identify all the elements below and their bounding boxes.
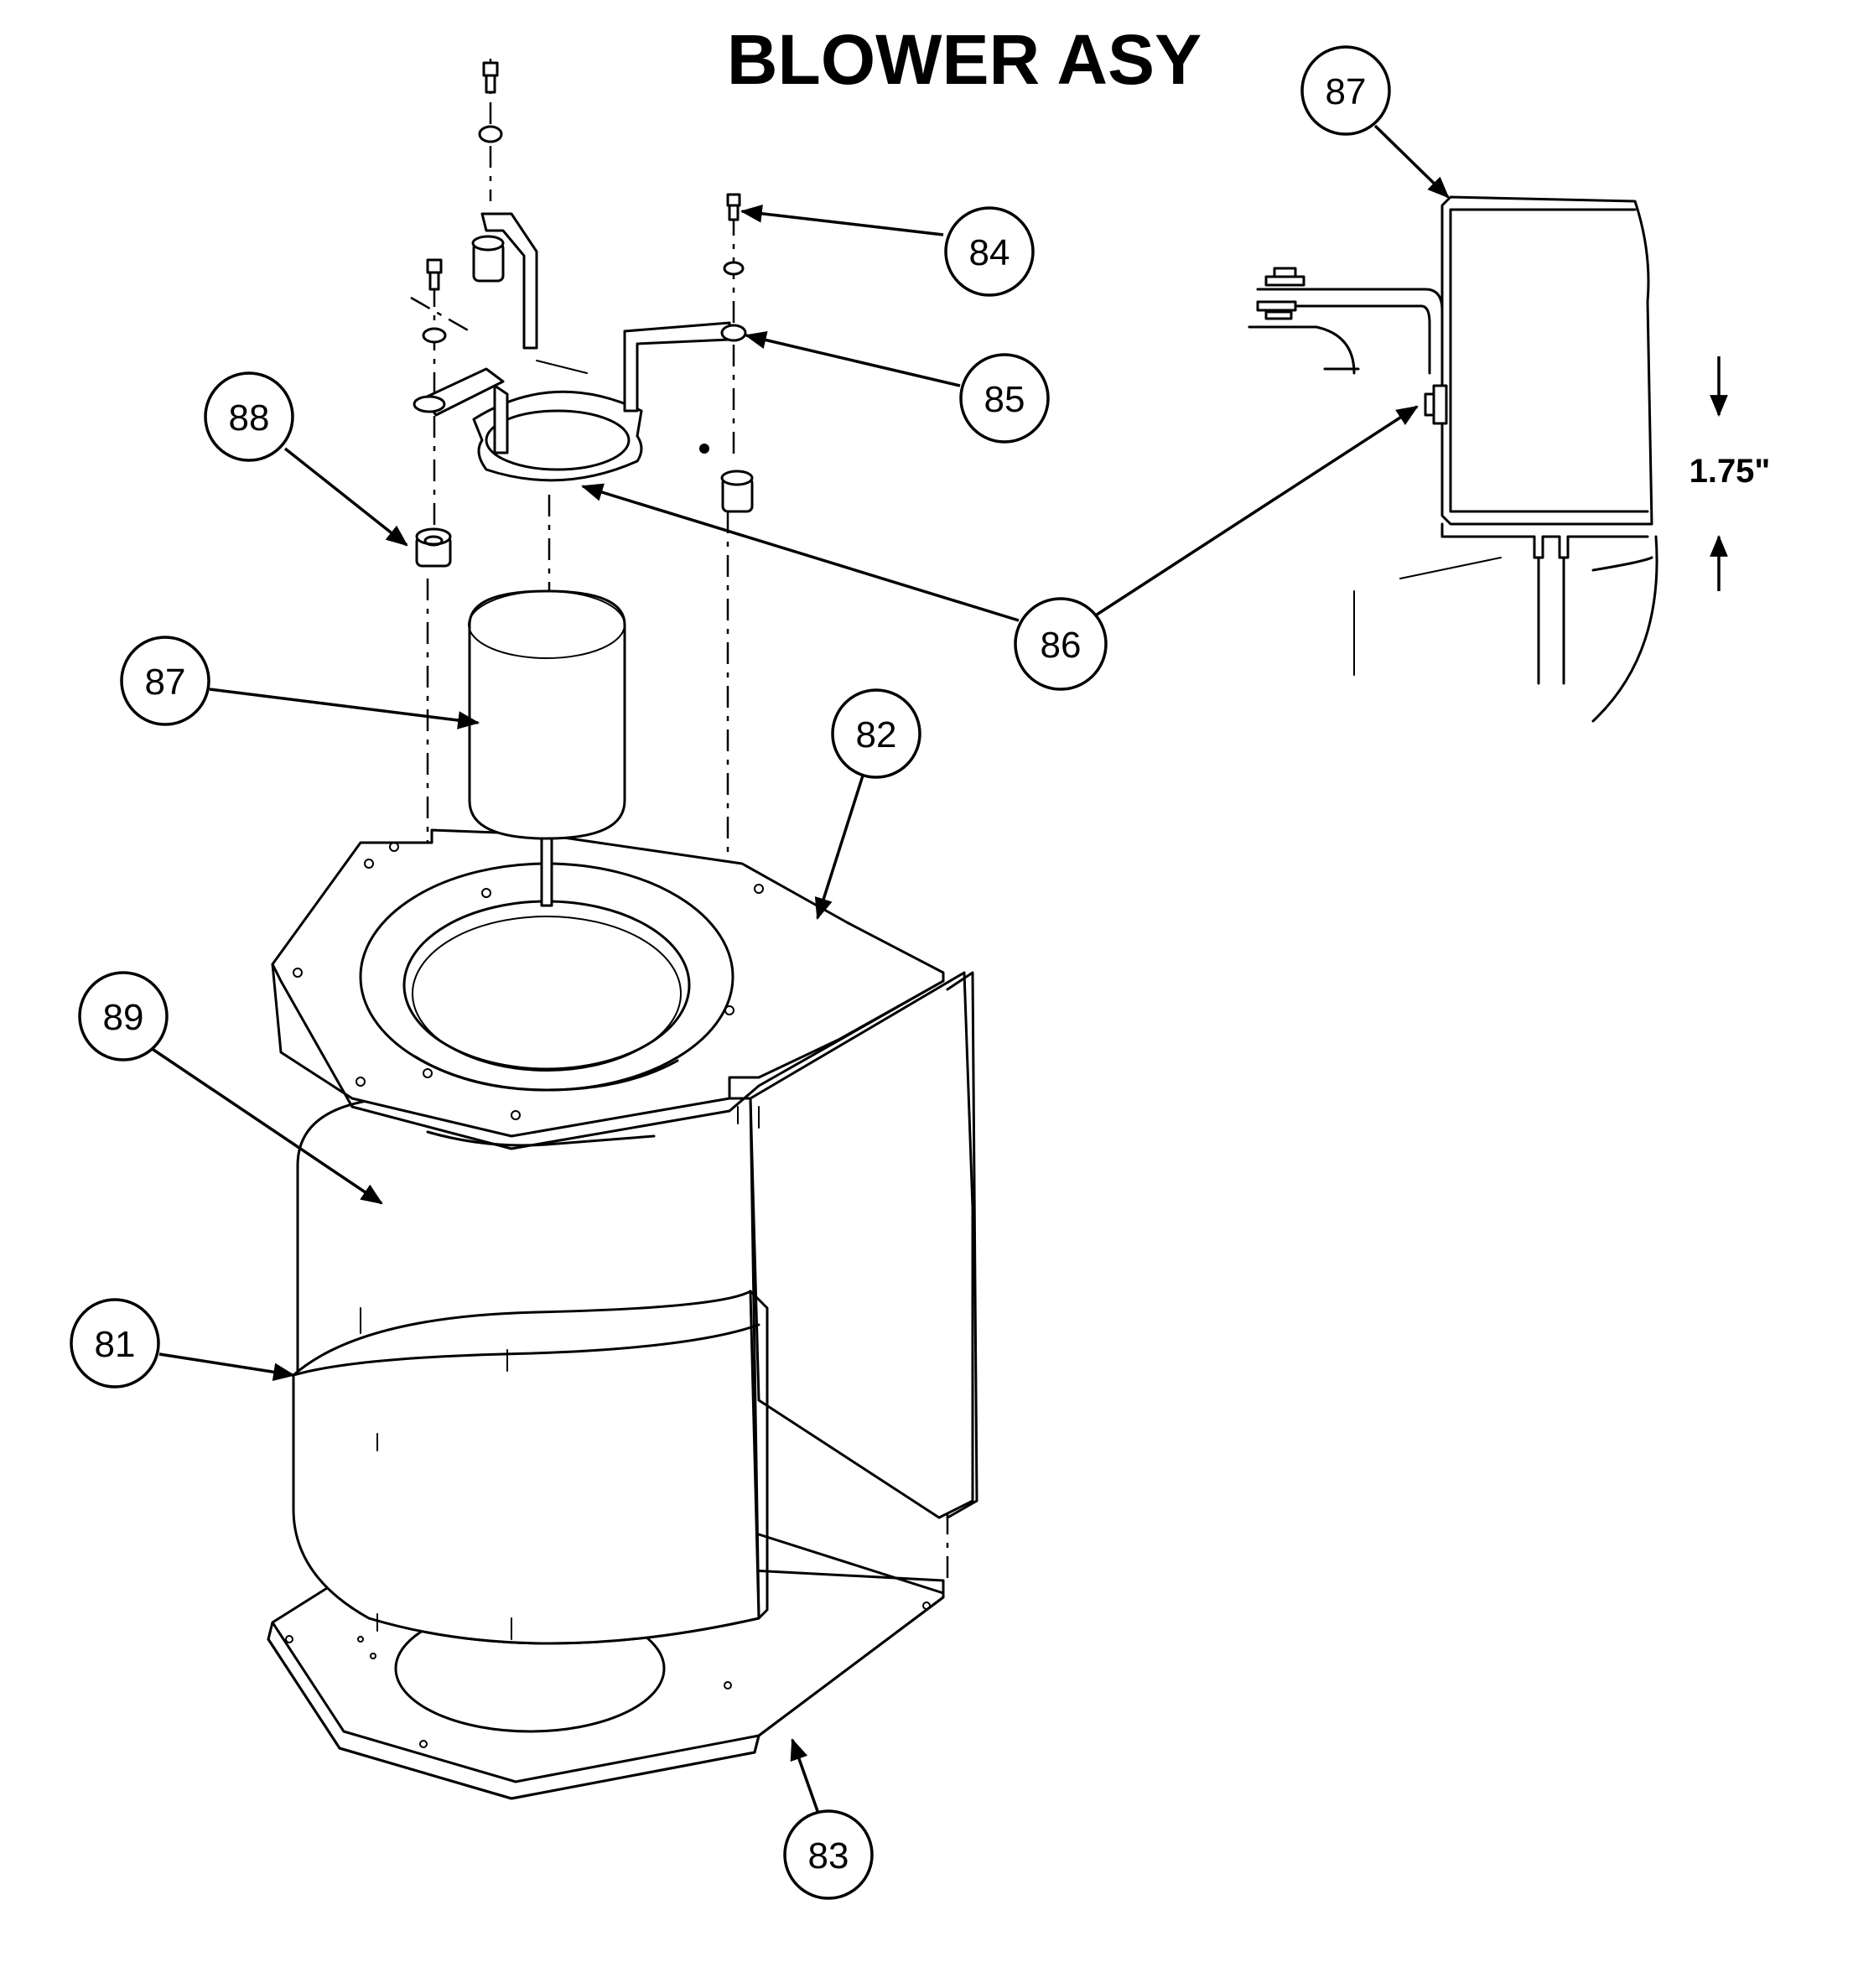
callout-85-label: 85 — [984, 379, 1025, 420]
callout-88: 88 — [204, 371, 408, 547]
callout-83-label: 83 — [808, 1835, 849, 1876]
callout-85: 85 — [744, 330, 1050, 444]
detail-inset — [1248, 195, 1658, 723]
callout-89: 89 — [78, 971, 383, 1205]
callout-81: 81 — [70, 1298, 296, 1388]
callout-84-label: 84 — [969, 232, 1010, 273]
hardware — [410, 61, 747, 454]
callout-89-label: 89 — [103, 997, 144, 1038]
callout-88-label: 88 — [229, 397, 270, 439]
callout-86: 86 — [580, 405, 1419, 691]
callout-81-label: 81 — [95, 1324, 136, 1365]
mounting-ring — [472, 390, 643, 482]
dimension-1-75: 1.75" — [1690, 356, 1771, 591]
top-plate — [271, 828, 945, 1150]
blower-motor — [468, 589, 626, 907]
dimension-label: 1.75" — [1690, 453, 1771, 490]
callout-86-label: 86 — [1041, 625, 1082, 666]
callout-82-label: 82 — [856, 714, 897, 755]
callout-87-motor: 87 — [120, 636, 480, 729]
isolators — [415, 235, 754, 568]
callout-82: 82 — [814, 688, 921, 921]
blower-housing — [292, 971, 978, 1645]
callout-87-motor-label: 87 — [145, 662, 186, 703]
callout-87-detail-label: 87 — [1326, 71, 1367, 112]
callout-83: 83 — [783, 1737, 874, 1900]
callout-87-detail: 87 — [1300, 45, 1450, 199]
callout-84: 84 — [740, 205, 1035, 297]
diagram-title: BLOWER ASY — [727, 20, 1202, 99]
